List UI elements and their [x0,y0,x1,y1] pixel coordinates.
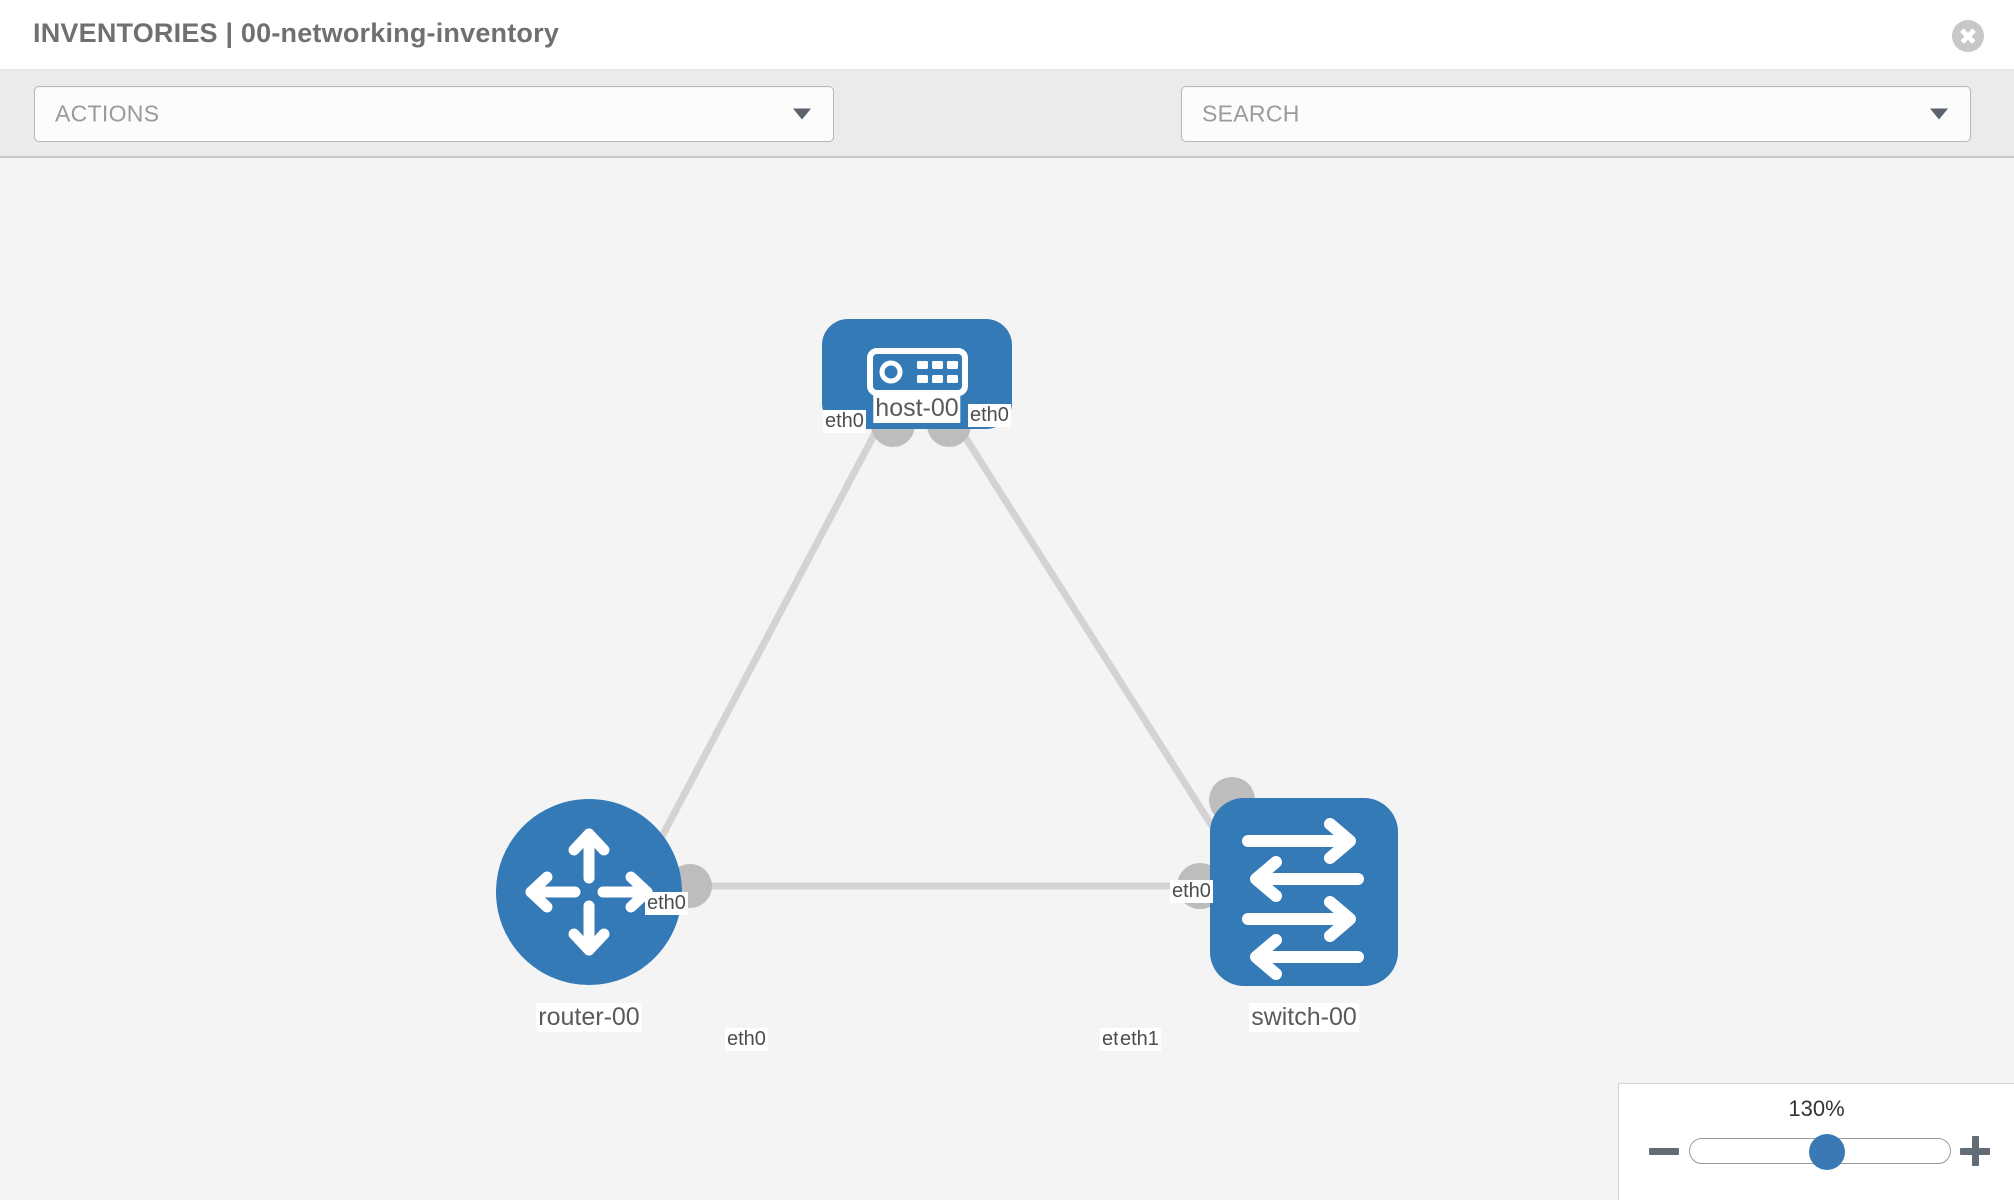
page-title: INVENTORIES | 00-networking-inventory [33,18,560,48]
page-header: INVENTORIES | 00-networking-inventory [0,0,2014,70]
node-label-host-00: host-00 [873,394,961,423]
node-label-router-00: router-00 [536,1003,642,1032]
search-input[interactable]: SEARCH [1181,86,1971,142]
zoom-level-value: 130% [1788,1096,1845,1121]
zoom-control-panel: 130% [1618,1083,2014,1200]
node-switch-00[interactable] [1210,798,1398,986]
chevron-down-icon [793,108,811,120]
zoom-in-button[interactable] [1960,1136,1990,1166]
edge-label-router-switch-source: eth0 [725,1028,768,1051]
zoom-out-button[interactable] [1649,1136,1679,1166]
link-host-router [636,416,887,880]
topology-graph [496,319,1398,986]
topology-canvas[interactable]: host-00 router-00 switch-00 eth0 eth0 et… [0,158,2014,1200]
actions-dropdown[interactable]: ACTIONS [34,86,834,142]
edge-label-router-switch-target: eth1 [1118,1028,1161,1051]
node-host-00[interactable] [822,319,1012,429]
chevron-down-icon [1930,108,1948,120]
edge-label-host-router-target: eth0 [645,892,688,915]
node-router-00[interactable] [496,799,682,985]
close-icon[interactable] [1952,20,1984,52]
edge-label-host-router-source: eth0 [823,410,866,433]
topology-links [636,416,1248,890]
edge-label-host-switch-target: eth0 [1170,880,1213,903]
zoom-slider-thumb[interactable] [1809,1134,1845,1170]
zoom-slider-track[interactable] [1689,1134,1951,1170]
actions-dropdown-label: ACTIONS [55,100,160,127]
toolbar: ACTIONS SEARCH [0,70,2014,204]
search-placeholder: SEARCH [1202,100,1300,127]
link-host-switch [950,416,1248,880]
edge-label-host-switch-source: eth0 [968,404,1011,427]
node-label-switch-00: switch-00 [1249,1003,1359,1032]
